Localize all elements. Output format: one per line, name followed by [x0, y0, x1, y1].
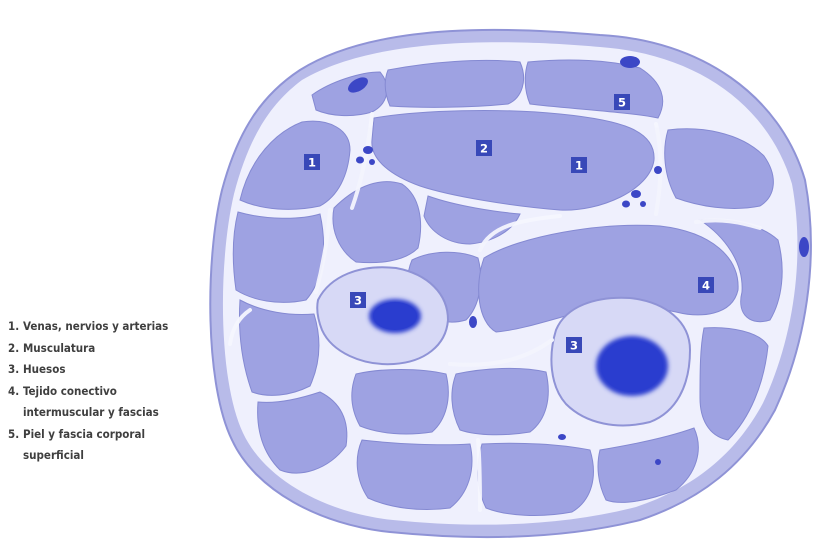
legend-text: Piel y fascia corporalsuperficial — [23, 424, 223, 467]
legend-item: 3.Huesos — [8, 359, 223, 381]
muscle-left-bottom — [240, 300, 319, 395]
legend-item: 5.Piel y fascia corporalsuperficial — [8, 424, 223, 467]
ulna-marrow-core — [373, 302, 417, 330]
vessel-dot — [369, 159, 375, 165]
marker-3-left: 3 — [350, 292, 366, 308]
marker-label: 1 — [308, 156, 316, 170]
vessel-dot — [622, 201, 630, 208]
vessel-dot — [469, 316, 477, 328]
vessel-dot — [640, 201, 646, 207]
vessel-dot — [620, 56, 640, 68]
legend-line: Piel y fascia corporal — [23, 424, 223, 446]
muscle-bottom-center — [452, 368, 548, 434]
legend-number: 1. — [8, 316, 23, 338]
marker-1-left: 1 — [304, 154, 320, 170]
muscle-bottom-middle — [357, 440, 472, 510]
legend-number: 3. — [8, 359, 23, 381]
marker-label: 2 — [480, 142, 488, 156]
marker-label: 3 — [570, 339, 578, 353]
marker-5: 5 — [614, 94, 630, 110]
radius-marrow-core — [601, 340, 663, 392]
vessel-dot — [363, 146, 373, 154]
marker-3-right: 3 — [566, 337, 582, 353]
vessel-dot — [356, 157, 364, 164]
legend-item: 1.Venas, nervios y arterias — [8, 316, 223, 338]
legend-line: Huesos — [23, 359, 223, 381]
legend-text: Musculatura — [23, 338, 223, 360]
legend: 1.Venas, nervios y arterias2.Musculatura… — [8, 316, 223, 467]
legend-number: 5. — [8, 424, 23, 467]
legend-text: Huesos — [23, 359, 223, 381]
legend-item: 2.Musculatura — [8, 338, 223, 360]
vessel-dot — [558, 434, 566, 440]
marker-2: 2 — [476, 140, 492, 156]
vessel-dot — [631, 190, 641, 198]
legend-number: 2. — [8, 338, 23, 360]
muscle-bottom-center-left — [352, 370, 448, 435]
vessel-dot — [799, 237, 809, 257]
marker-1-center: 1 — [571, 157, 587, 173]
marker-4: 4 — [698, 277, 714, 293]
legend-number: 4. — [8, 381, 23, 424]
marker-label: 4 — [702, 279, 710, 293]
marker-label: 1 — [575, 159, 583, 173]
septum-line — [478, 440, 480, 510]
legend-line: Musculatura — [23, 338, 223, 360]
vessel-dot — [654, 166, 662, 174]
legend-line: Venas, nervios y arterias — [23, 316, 223, 338]
legend-line: superficial — [23, 445, 223, 467]
muscle-top-center — [385, 60, 523, 107]
marker-label: 3 — [354, 294, 362, 308]
legend-text: Tejido conectivointermuscular y fascias — [23, 381, 223, 424]
muscle-left-lower — [233, 212, 323, 302]
muscle-bottom-right — [478, 443, 594, 515]
legend-line: Tejido conectivo — [23, 381, 223, 403]
marker-label: 5 — [618, 96, 626, 110]
legend-line: intermuscular y fascias — [23, 402, 223, 424]
legend-text: Venas, nervios y arterias — [23, 316, 223, 338]
vessel-dot — [655, 459, 661, 465]
legend-item: 4.Tejido conectivointermuscular y fascia… — [8, 381, 223, 424]
